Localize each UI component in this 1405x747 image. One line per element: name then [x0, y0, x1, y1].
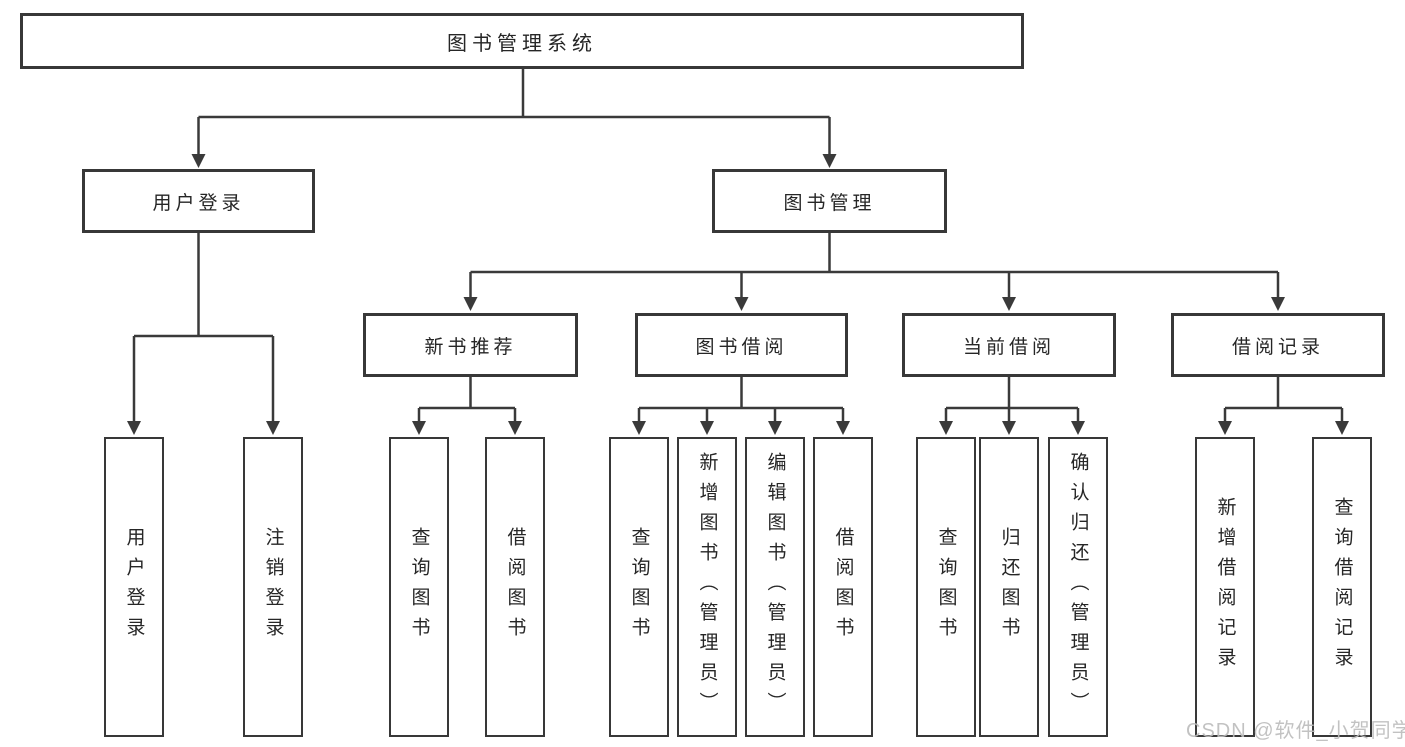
leaf-add-books-admin: 新增图书（管理员）: [677, 437, 737, 737]
node-label: 新书推荐: [424, 336, 517, 358]
connector-book-borrow: [632, 377, 850, 435]
connector-current-borrow: [939, 377, 1085, 435]
node-label: 图书管理: [783, 192, 876, 214]
node-label: 用户登录: [152, 192, 245, 214]
connector-borrow-record: [1218, 377, 1349, 435]
node-new-book-recommend: 新书推荐: [363, 313, 578, 377]
node-label: 借阅图书: [832, 527, 854, 647]
node-label: 图书借阅: [695, 336, 788, 358]
node-label: 图书管理系统: [447, 32, 597, 55]
leaf-user-login: 用户登录: [104, 437, 164, 737]
connector-book-management: [463, 233, 1285, 311]
node-label: 用户登录: [123, 527, 145, 647]
node-label: 查询图书: [628, 527, 650, 647]
leaf-logout: 注销登录: [243, 437, 303, 737]
connector-new-book: [412, 377, 522, 435]
node-label: 确认归还（管理员）: [1067, 452, 1089, 722]
connector-user-login: [127, 233, 280, 435]
node-current-borrow: 当前借阅: [902, 313, 1116, 377]
csdn-watermark: CSDN @软件_小贺同学: [1186, 720, 1405, 742]
node-borrow-record: 借阅记录: [1171, 313, 1385, 377]
node-book-management: 图书管理: [712, 169, 947, 233]
node-label: 查询图书: [935, 527, 957, 647]
node-user-login: 用户登录: [82, 169, 315, 233]
node-label: 查询图书: [408, 527, 430, 647]
node-label: 借阅记录: [1231, 336, 1324, 358]
node-book-borrow: 图书借阅: [635, 313, 848, 377]
leaf-newbook-borrow-books: 借阅图书: [485, 437, 545, 737]
node-label: 当前借阅: [962, 336, 1055, 358]
node-label: 查询借阅记录: [1331, 497, 1353, 677]
leaf-newbook-query-books: 查询图书: [389, 437, 449, 737]
connector-root: [191, 69, 837, 168]
leaf-confirm-return-admin: 确认归还（管理员）: [1048, 437, 1108, 737]
node-label: 新增图书（管理员）: [696, 452, 718, 722]
node-library-system: 图书管理系统: [20, 13, 1024, 69]
node-label: 归还图书: [998, 527, 1020, 647]
node-label: 借阅图书: [504, 527, 526, 647]
node-label: 编辑图书（管理员）: [764, 452, 786, 722]
leaf-current-query-books: 查询图书: [916, 437, 976, 737]
leaf-borrow-books: 借阅图书: [813, 437, 873, 737]
node-label: 新增借阅记录: [1214, 497, 1236, 677]
leaf-borrow-query-books: 查询图书: [609, 437, 669, 737]
leaf-query-borrow-record: 查询借阅记录: [1312, 437, 1372, 737]
node-label: 注销登录: [262, 527, 284, 647]
leaf-return-books: 归还图书: [979, 437, 1039, 737]
leaf-edit-books-admin: 编辑图书（管理员）: [745, 437, 805, 737]
leaf-add-borrow-record: 新增借阅记录: [1195, 437, 1255, 737]
